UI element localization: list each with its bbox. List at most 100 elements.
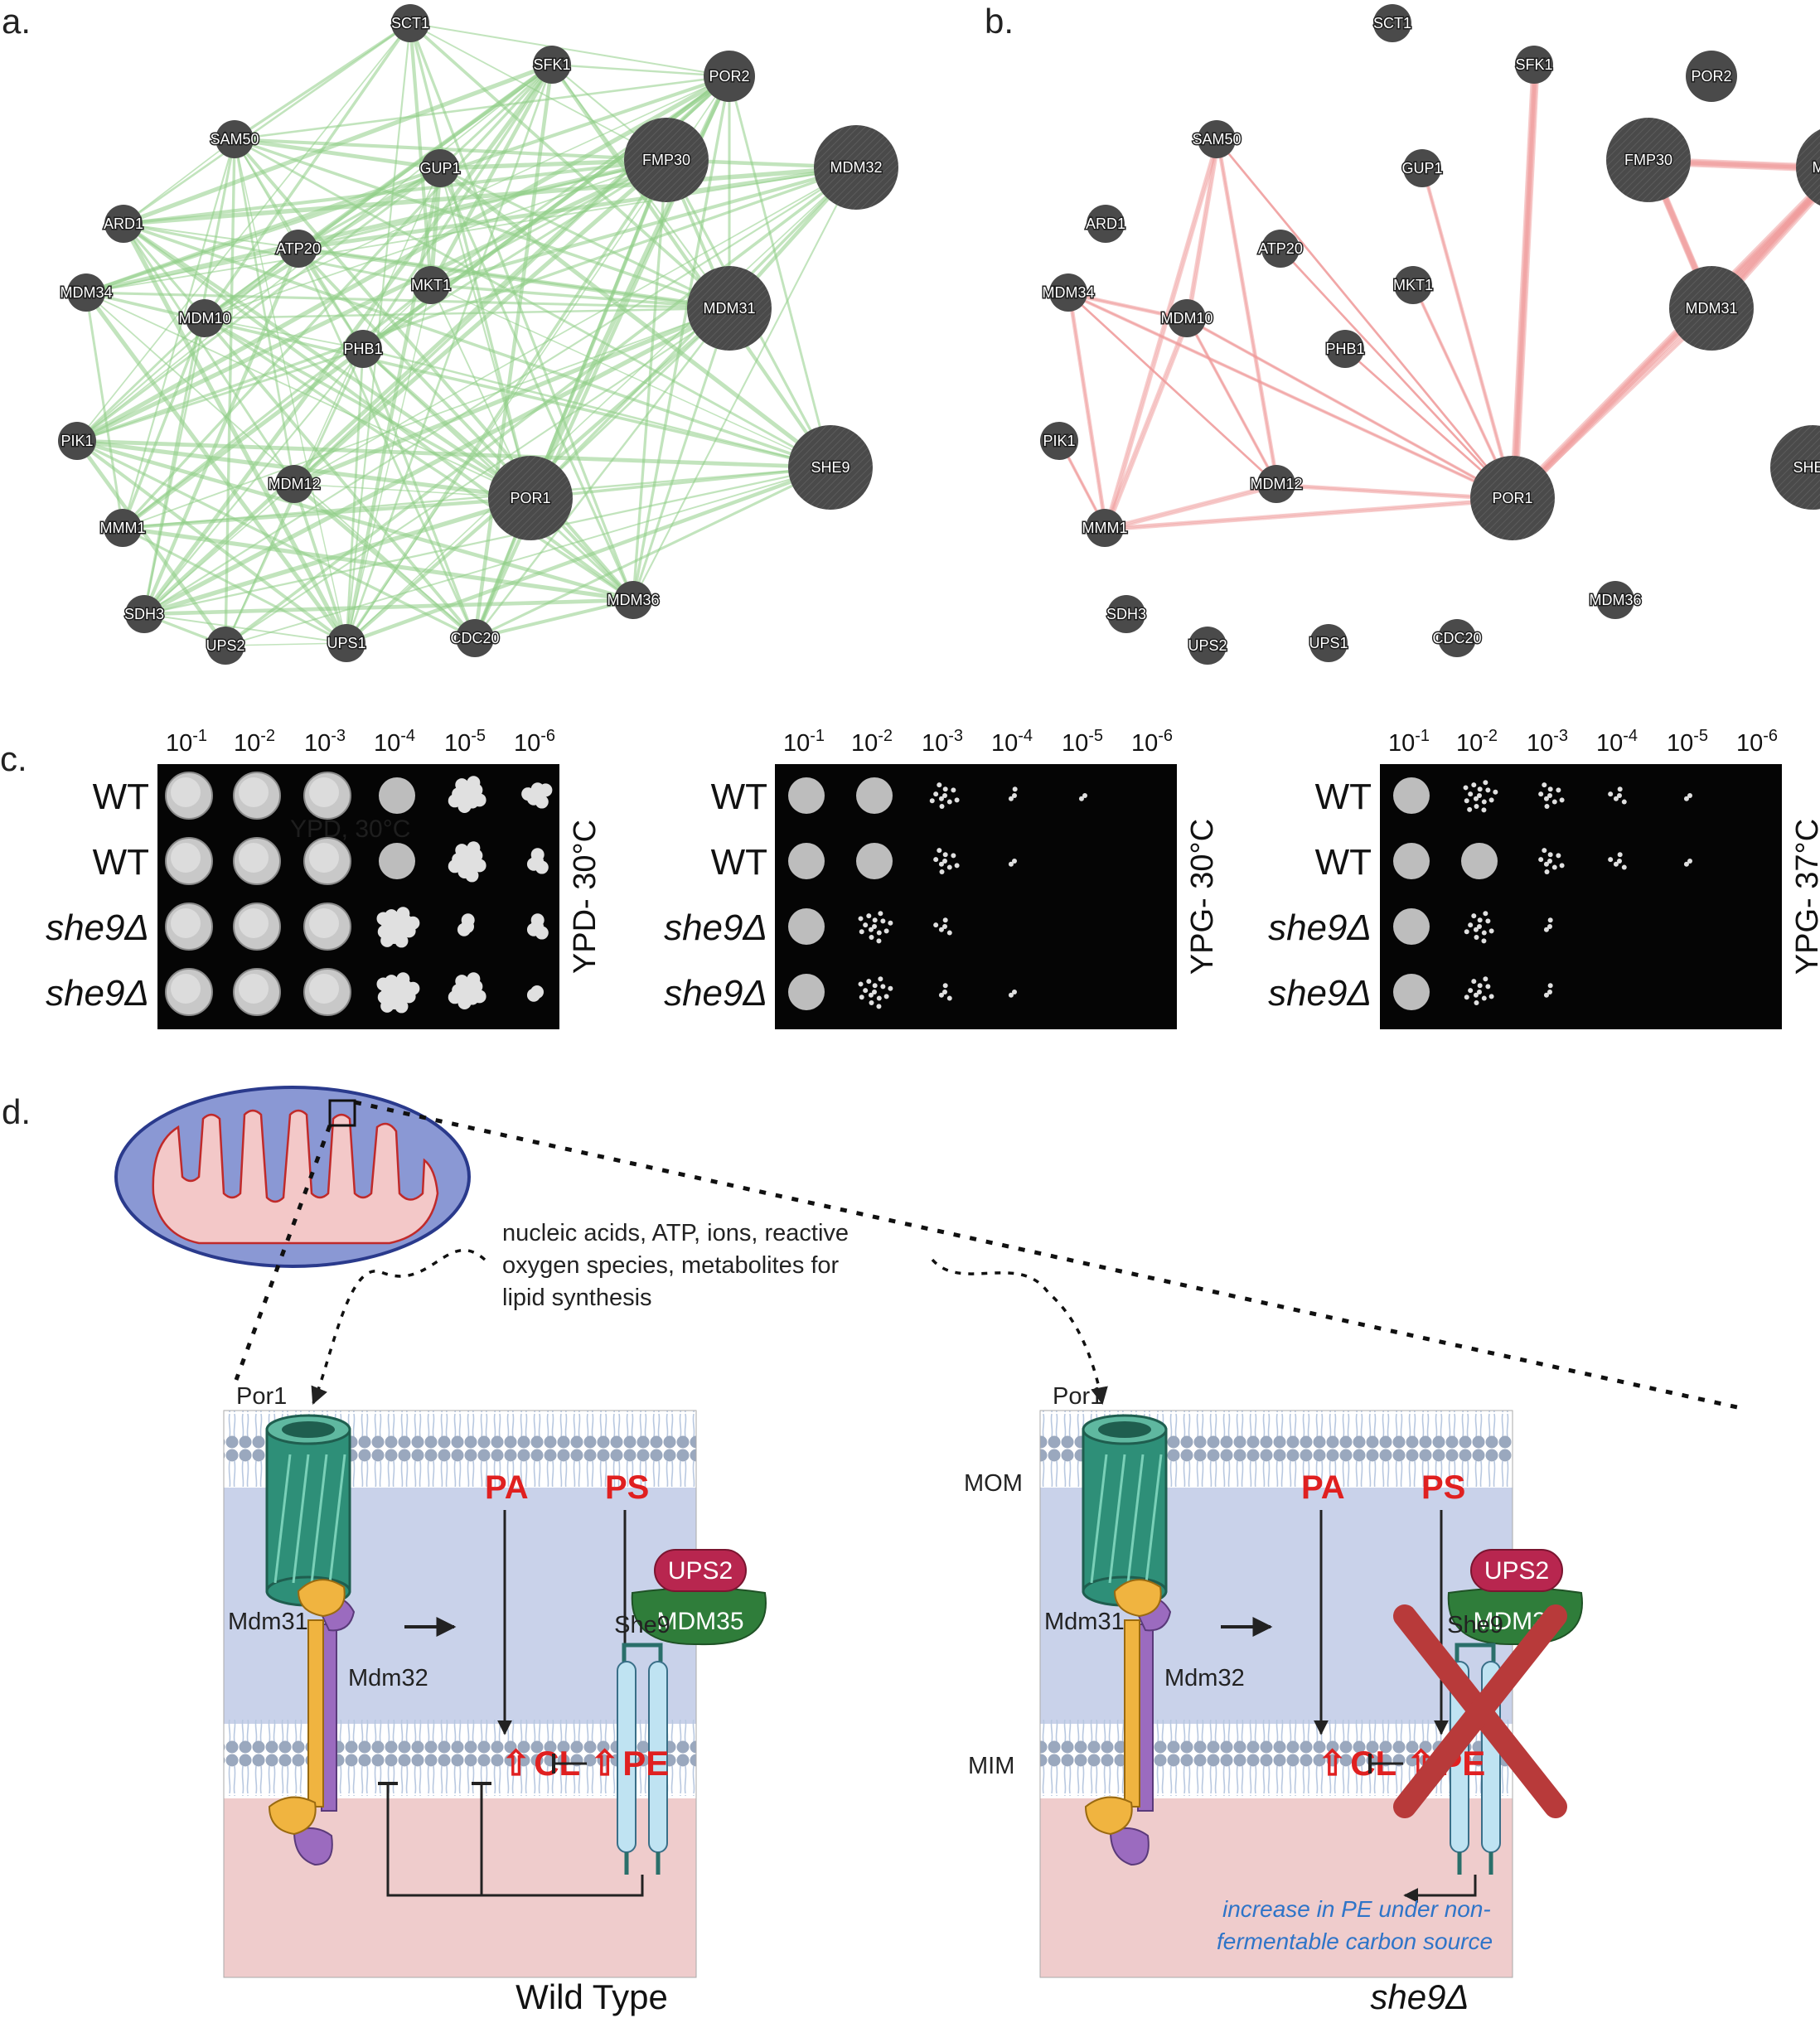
node-ups1: UPS1 (326, 624, 367, 662)
network-b-edge (1217, 141, 1280, 487)
network-a-edge (345, 64, 554, 644)
colony-dot (1464, 929, 1469, 935)
she9-protein (617, 1643, 668, 1875)
colony-spot (1461, 843, 1498, 879)
cargo-text-line1: nucleic acids, ATP, ions, reactive (502, 1220, 849, 1246)
node-mkt1: MKT1 (409, 266, 453, 304)
colony-dot (1488, 797, 1494, 803)
colony-dot (380, 999, 394, 1013)
colony-dot (465, 869, 479, 883)
colony-dot (1556, 787, 1561, 793)
network-a-edge (430, 283, 730, 310)
colony-dot (859, 929, 864, 935)
strain-label: she9Δ (1268, 907, 1372, 948)
colony-dot (1483, 780, 1488, 786)
network-b-nodes: SCT1SFK1POR2SAM50FMP30MDM32GUP1ARD1ATP20… (1040, 4, 1820, 665)
colony-dot (396, 972, 410, 986)
colony-dot (376, 912, 390, 926)
she9-label: She9 (614, 1612, 670, 1638)
she9-inhibition-lines (378, 1782, 644, 1897)
node-mkt1: MKT1 (1392, 266, 1435, 304)
network-b-edge (1218, 141, 1516, 501)
node-label: SAM50 (1192, 131, 1241, 148)
network-a-edge (204, 317, 634, 602)
node-label: MKT1 (1393, 277, 1433, 293)
colony-dot (1683, 861, 1689, 867)
network-a-edge (439, 167, 730, 310)
network-b-edge (1510, 181, 1820, 501)
network-a-edge (76, 167, 441, 443)
network-b-edge (1106, 485, 1280, 532)
node-label: MDM36 (1589, 592, 1641, 608)
node-label: GUP1 (419, 160, 460, 177)
network-a-edge (85, 167, 857, 293)
node-label: ARD1 (1086, 215, 1125, 232)
colony-dot (933, 857, 939, 863)
node-pik1: PIK1 (58, 422, 96, 460)
node-label: MDM36 (607, 592, 659, 608)
network-a-edge (550, 63, 832, 469)
network-a-edge (85, 291, 730, 310)
node-label: UPS1 (327, 635, 365, 651)
colony-dot (1608, 857, 1614, 863)
colony-dot (530, 913, 545, 927)
node-label: POR1 (510, 490, 550, 506)
colony-dot (1551, 864, 1557, 870)
colony-dot (396, 907, 410, 921)
network-b-edge (1187, 140, 1219, 320)
colony-dot (1008, 861, 1014, 867)
mdm32-label: Mdm32 (1164, 1665, 1245, 1691)
network-b-edge (1103, 138, 1218, 529)
colony-dot (1547, 852, 1553, 858)
network-b-edge (1070, 293, 1516, 502)
colony-dot (1543, 796, 1549, 801)
node-label: SHE9 (811, 459, 849, 476)
she9-deletion-cross (1393, 1604, 1567, 1818)
colony-dot (1485, 984, 1491, 990)
network-b-edge (1104, 482, 1277, 530)
network-a-edge (346, 167, 857, 644)
colony-dot (1617, 786, 1623, 792)
colony-dot (455, 778, 469, 792)
colony-dot (1473, 992, 1479, 998)
node-label: PIK1 (1043, 433, 1075, 449)
colony-dot (1477, 924, 1482, 929)
colony-dot (1467, 806, 1473, 812)
node-label: SFK1 (1515, 56, 1552, 73)
colony-dot (406, 981, 420, 995)
dilution-label: 10-3 (304, 727, 346, 757)
cargo-text-line3: lipid synthesis (502, 1285, 652, 1311)
dilution-label: 10-4 (991, 727, 1033, 757)
network-a-edge (76, 438, 831, 470)
node-ups2: UPS2 (1187, 627, 1228, 665)
node-por1: POR1 (1470, 456, 1555, 540)
node-phb1: PHB1 (1324, 330, 1366, 368)
node-por1: POR1 (488, 456, 573, 540)
network-a-edge (143, 348, 364, 615)
colony-dot (1078, 796, 1084, 801)
dilution-label: 10-6 (1131, 727, 1173, 757)
cargo-text-line2: oxygen species, metabolites for (502, 1252, 840, 1279)
colony-dot (455, 975, 469, 989)
colony-dot (472, 859, 486, 873)
colony-dot (1477, 983, 1483, 989)
node-sam50: SAM50 (1191, 120, 1242, 158)
network-a-edge (225, 642, 347, 646)
network-b: SCT1SFK1POR2SAM50FMP30MDM32GUP1ARD1ATP20… (1040, 4, 1820, 665)
network-a-edge (143, 613, 347, 644)
node-label: MDM10 (178, 310, 230, 327)
dilution-label: 10-6 (514, 727, 555, 757)
colony-highlight (239, 974, 269, 1004)
dilution-label: 10-3 (1527, 727, 1568, 757)
network-a-edge (234, 137, 441, 171)
colony-dot (933, 791, 939, 797)
network-a-edge (293, 482, 477, 640)
colony-dot (880, 918, 886, 924)
colony-highlight (171, 974, 201, 1004)
strain-label: she9Δ (46, 907, 149, 948)
colony-dot (1471, 913, 1477, 919)
colony-dot (942, 990, 947, 994)
colony-dot (1474, 804, 1479, 810)
network-a-edge (632, 307, 731, 601)
colony-dot (539, 783, 553, 797)
